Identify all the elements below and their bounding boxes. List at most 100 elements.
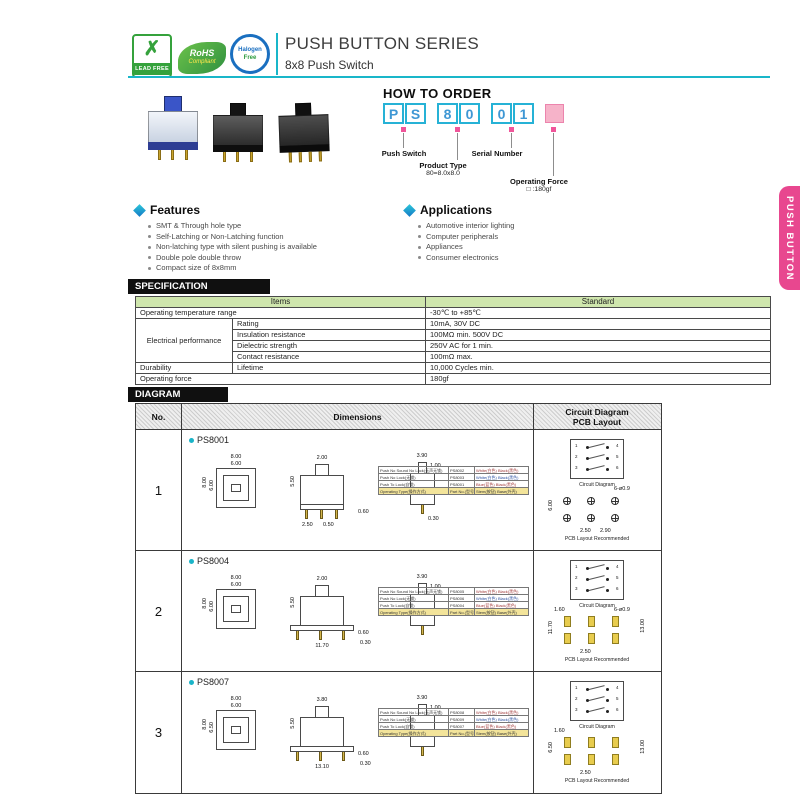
dim-label: 13.00 bbox=[640, 619, 646, 633]
dim-label: 8.00 bbox=[230, 696, 242, 702]
dim-label: 13.10 bbox=[315, 764, 329, 770]
pcb-layout-drawing bbox=[560, 615, 636, 646]
halogen-free-badge: Halogen Free bbox=[230, 34, 270, 74]
applications-list: Automotive interior lighting Computer pe… bbox=[418, 221, 514, 263]
switch-flange bbox=[148, 142, 198, 150]
bullet-icon bbox=[189, 558, 194, 564]
callout-operating-force: Operating Force bbox=[510, 177, 568, 186]
dim-label: 1.60 bbox=[554, 607, 565, 613]
dim-label: 6.00 bbox=[209, 480, 215, 491]
features-heading: Features bbox=[133, 203, 201, 217]
dim-label: 0.60 bbox=[358, 751, 369, 757]
page-subtitle: 8x8 Push Switch bbox=[285, 58, 374, 72]
bullet-icon bbox=[148, 224, 151, 228]
applications-heading: Applications bbox=[403, 203, 492, 217]
callout-product-type-detail: 80=8.0x8.0 bbox=[426, 170, 460, 177]
circuit-diagram-drawing: 1 2 3 4 5 6 bbox=[570, 439, 624, 479]
pin bbox=[296, 631, 299, 640]
pcb-layout-drawing bbox=[560, 494, 636, 525]
dim-label: 8.00 bbox=[230, 454, 242, 460]
dim-label: 0.60 bbox=[358, 630, 369, 636]
diamond-icon bbox=[133, 203, 146, 217]
dim-label: 2.50 bbox=[580, 649, 591, 655]
table-row: Operating temperature range -30℃ to +85℃ bbox=[135, 307, 771, 319]
connector-line bbox=[511, 133, 512, 148]
dim-label: 2.50 bbox=[302, 522, 313, 528]
list-item: Double pole double throw bbox=[148, 253, 317, 264]
page-title: PUSH BUTTON SERIES bbox=[285, 34, 480, 53]
order-code-box: 1 bbox=[513, 103, 534, 124]
order-code-box: 8 bbox=[437, 103, 458, 124]
pin bbox=[342, 752, 345, 761]
table-row: Dielectric strength 250V AC for 1 min. bbox=[136, 340, 771, 352]
dimensions-cell: PS8007 8.00 6.00 8.00 6.50 3.80 5.50 0.6… bbox=[182, 672, 534, 793]
rohs-compliant-label: Compliant bbox=[188, 59, 216, 65]
callout-push-switch: Push Switch bbox=[381, 149, 427, 158]
dim-label: 5.50 bbox=[290, 476, 296, 487]
bullet-icon bbox=[418, 245, 421, 249]
pin bbox=[320, 510, 323, 519]
bullet-icon bbox=[189, 679, 194, 685]
dim-label: 6.00 bbox=[230, 582, 242, 588]
pin bbox=[335, 510, 338, 519]
header-divider bbox=[276, 33, 278, 75]
features-title: Features bbox=[150, 203, 201, 217]
switch-image-black-2 bbox=[276, 102, 332, 163]
switch-image-blue bbox=[146, 96, 200, 160]
callout-product-type: Product Type bbox=[419, 161, 467, 170]
pin bbox=[421, 505, 424, 514]
order-code-box: P bbox=[383, 103, 404, 124]
table-row: Insulation resistance 100MΩ min. 500V DC bbox=[136, 329, 771, 341]
table-row: Electrical performance Rating 10mA, 30V … bbox=[135, 318, 771, 363]
lead-free-badge: ✗ LEAD FREE bbox=[132, 34, 172, 78]
connector-marker bbox=[509, 127, 514, 132]
dim-label: 6-ø0.9 bbox=[614, 607, 630, 613]
bullet-icon bbox=[148, 235, 151, 238]
pcb-caption: PCB Layout Recommended bbox=[564, 536, 630, 542]
dim-label: 0.30 bbox=[360, 761, 371, 767]
dim-label: 0.30 bbox=[360, 640, 371, 646]
spec-col-standard: Standard bbox=[425, 296, 771, 308]
circuit-diagram-drawing: 1 2 3 4 5 6 bbox=[570, 681, 624, 721]
pin bbox=[296, 752, 299, 761]
circuit-pcb-cell: 1 2 3 4 5 6 Circuit Diagram 6-ø0.9 1.60 … bbox=[534, 551, 660, 671]
specification-section-bar: SPECIFICATION bbox=[128, 279, 270, 294]
model-label: PS8004 bbox=[189, 556, 229, 566]
circuit-pcb-cell: 1 2 3 4 5 6 Circuit Diagram 6-ø0.9 6.00 … bbox=[534, 430, 660, 550]
switch-body bbox=[213, 115, 263, 146]
bullet-icon bbox=[148, 266, 151, 270]
pin bbox=[305, 510, 308, 519]
operating-force-box bbox=[545, 104, 564, 123]
switch-flange bbox=[213, 145, 263, 152]
top-view-drawing bbox=[216, 589, 256, 629]
connector-marker bbox=[455, 127, 460, 132]
table-row: Durability Lifetime 10,000 Cycles min. bbox=[135, 362, 771, 374]
dim-label: 6-ø0.9 bbox=[614, 486, 630, 492]
connector-marker bbox=[401, 127, 406, 132]
dimensions-cell: PS8001 8.00 6.00 8.00 6.00 2.00 5.50 0.6… bbox=[182, 430, 534, 550]
table-row: Operating force 180gf bbox=[135, 373, 771, 385]
circuit-diagram-drawing: 1 2 3 4 5 6 bbox=[570, 560, 624, 600]
connector-marker bbox=[551, 127, 556, 132]
switch-cap bbox=[164, 96, 182, 112]
list-item: Self-Latching or Non-Latching function bbox=[148, 232, 317, 243]
lead-free-label: LEAD FREE bbox=[134, 63, 170, 75]
bullet-icon bbox=[148, 245, 151, 249]
spec-col-items: Items bbox=[135, 296, 426, 308]
spec-header-row: Items Standard bbox=[135, 296, 771, 308]
list-item: SMT & Through hole type bbox=[148, 221, 317, 232]
pin bbox=[421, 747, 424, 756]
order-code-box: S bbox=[405, 103, 426, 124]
dim-label: 0.30 bbox=[428, 516, 439, 522]
list-item: Computer peripherals bbox=[418, 232, 514, 243]
list-item: Non-latching type with silent pushing is… bbox=[148, 242, 317, 253]
pin bbox=[319, 752, 322, 761]
dim-label: 1.60 bbox=[554, 728, 565, 734]
model-label: PS8007 bbox=[189, 677, 229, 687]
circuit-caption: Circuit Diagram bbox=[579, 603, 615, 609]
dim-label: 8.00 bbox=[202, 719, 208, 730]
pcb-caption: PCB Layout Recommended bbox=[564, 657, 630, 663]
